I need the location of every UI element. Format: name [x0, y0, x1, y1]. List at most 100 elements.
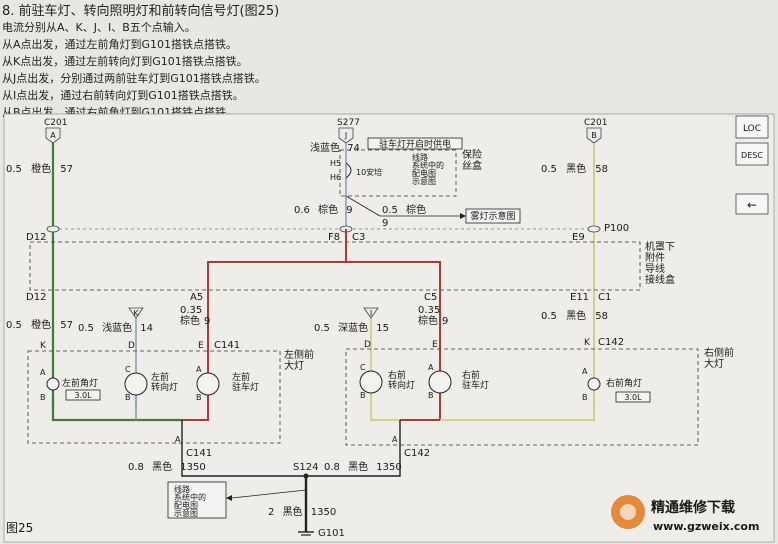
left-headlamp-frame — [27, 350, 281, 444]
source-c201-b: C201 B — [584, 118, 607, 144]
source-s277-j: S277 J — [337, 118, 360, 144]
loc-label: LOC — [743, 124, 761, 134]
desc-label: DESC — [741, 151, 763, 160]
wire-label-left-red-size: 0.35 — [180, 305, 202, 316]
fuse-box-label: 保险丝盒 — [462, 148, 482, 172]
diagram-frame — [3, 113, 775, 543]
left-turn-lamp-icon — [124, 372, 148, 396]
source-k-pin: K — [133, 309, 139, 318]
connector-f8: F8 — [328, 232, 340, 243]
watermark: 精通维修下载 www.gzweix.com — [611, 495, 759, 533]
wire-label-ground-right: 0.8 黑色 1350 — [324, 460, 402, 473]
left-headlamp-title: 左侧前大灯 — [284, 348, 314, 372]
right-park-lamp-label: 右前驻车灯 — [462, 369, 489, 391]
right-corner-value: 3.0L — [624, 393, 642, 402]
connector-c141-top: C141 — [214, 340, 240, 351]
right-corner-pin-b: B — [582, 393, 588, 402]
watermark-logo-inner — [620, 504, 636, 520]
connector-c5: C5 — [424, 292, 437, 303]
wire-label-branch-num: 9 — [382, 218, 388, 229]
fuse-icon — [345, 162, 352, 179]
source-b-connector-label: C201 — [584, 118, 607, 128]
left-pin-k: K — [40, 341, 47, 351]
connector-p100: P100 — [604, 223, 629, 234]
ground-g101-label: G101 — [318, 528, 345, 539]
wire-label-left-top: 0.5 橙色 57 — [6, 162, 73, 175]
wire-label-right-red-size: 0.35 — [418, 305, 440, 316]
fuse-ref-multiline: 线路系统中的配电图示意图 — [412, 152, 444, 186]
description-line-4: 从J点出发，分别通过两前驻车灯到G101搭铁点搭铁。 — [2, 72, 266, 85]
connector-c141-bottom: C141 — [186, 448, 212, 459]
connector-c1: C1 — [598, 292, 611, 303]
desc-button[interactable]: DESC — [735, 142, 769, 166]
left-pin-d: D — [128, 341, 135, 351]
watermark-name: 精通维修下载 — [651, 499, 735, 516]
source-j-pin: J — [344, 131, 347, 140]
connector-c3: C3 — [352, 232, 365, 243]
fuse-box-header: 驻车灯开启时供电 — [379, 138, 451, 150]
right-corner-pin-a: A — [582, 367, 588, 376]
wire-label-branch: 0.5 棕色 — [382, 203, 426, 216]
right-corner-value-box — [615, 391, 651, 403]
ground-ref-label: 线路系统中的配电图示意图 — [174, 484, 206, 518]
wire-right-park-red — [346, 261, 441, 410]
wire-label-ground-main: 2 黑色 1350 — [268, 505, 336, 518]
left-park-lamp-label: 左前驻车灯 — [232, 371, 259, 393]
source-k: K — [128, 307, 144, 319]
source-i-pin: I — [370, 309, 372, 318]
wire-label-right-bottom: 0.5 黑色 58 — [541, 309, 608, 322]
source-c201-a: C201 A — [44, 118, 67, 144]
harness-junction-label: 机罩下附件导线接线盒 — [645, 240, 675, 286]
connector-c142-top: C142 — [598, 337, 624, 348]
connector-e9-icon — [587, 225, 601, 233]
wire-label-ground-left: 0.8 黑色 1350 — [128, 460, 206, 473]
connector-d12-top-icon — [46, 225, 60, 233]
description-line-5: 从I点出发，通过右前转向灯到G101搭铁点搭铁。 — [2, 89, 244, 102]
source-a-pin: A — [50, 131, 56, 140]
fuse-box-frame — [339, 149, 457, 197]
left-turn-pin-c: C — [125, 365, 131, 374]
connector-e11: E11 — [570, 292, 589, 303]
fog-ref-box — [465, 208, 521, 224]
left-park-pin-a: A — [196, 365, 202, 374]
right-turn-pin-c: C — [360, 363, 366, 372]
section-title: 8. 前驻车灯、转向照明灯和前转向信号灯(图25) — [2, 4, 280, 19]
right-turn-lamp-icon — [359, 370, 383, 394]
source-i: I — [363, 307, 379, 319]
wire-left-corner-ground — [51, 396, 182, 422]
fuse-box: 驻车灯开启时供电 H5 H6 10安培 保险丝盒 — [330, 137, 482, 197]
wire-label-right-top: 0.5 黑色 58 — [541, 162, 608, 175]
fuse-box-header-frame — [367, 137, 463, 150]
right-pin-k: K — [584, 338, 591, 348]
right-headlamp-title: 右侧前大灯 — [704, 346, 734, 370]
connector-d12-top: D12 — [26, 232, 46, 243]
wire-branch-brown — [345, 195, 381, 217]
wire-right-corner-ground — [440, 396, 595, 421]
description-line-2: 从A点出发，通过左前角灯到G101搭铁点搭铁。 — [2, 38, 238, 51]
right-pin-d: D — [364, 340, 371, 350]
back-button[interactable]: ← — [735, 193, 769, 215]
left-corner-lamp-label: 左前角灯 — [62, 377, 98, 389]
left-corner-lamp-icon — [46, 377, 60, 391]
arrow-icon — [460, 213, 466, 219]
source-b-pin: B — [591, 131, 597, 140]
left-corner-value: 3.0L — [74, 391, 92, 400]
loc-button[interactable]: LOC — [735, 115, 769, 139]
fuse-rating: 10安培 — [356, 167, 382, 177]
description-line-3: 从K点出发，通过左前转向灯到G101搭铁点搭铁。 — [2, 55, 248, 68]
right-park-pin-a: A — [428, 363, 434, 372]
wire-ground-bus — [181, 470, 401, 477]
right-park-lamp-icon — [428, 370, 452, 394]
right-turn-pin-b: B — [360, 391, 366, 400]
left-corner-pin-b: B — [40, 393, 46, 402]
left-ground-pin-a: A — [175, 435, 181, 444]
right-corner-lamp-icon — [587, 377, 601, 391]
right-pin-e: E — [432, 340, 438, 350]
connector-e9: E9 — [572, 232, 585, 243]
source-a-connector-label: C201 — [44, 118, 67, 128]
figure-label: 图25 — [6, 521, 33, 535]
